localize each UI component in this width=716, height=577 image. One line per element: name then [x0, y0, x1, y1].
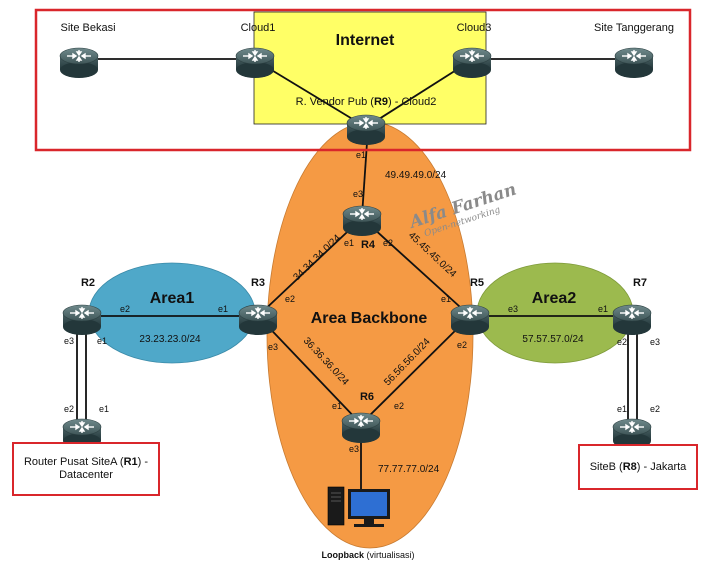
if-r5-e2: e2	[457, 340, 467, 350]
label-r5: R5	[470, 277, 484, 289]
label-r6: R6	[360, 391, 374, 403]
if-r7-e3: e3	[650, 337, 660, 347]
site-a-line2: Datacenter	[59, 469, 113, 481]
router-cloud1[interactable]	[235, 47, 275, 79]
router-r6[interactable]	[341, 412, 381, 444]
label-vendor-r9: R. Vendor Pub (R9) - Cloud2	[296, 96, 437, 108]
label-loopback: Loopback (virtualisasi)	[321, 550, 414, 560]
if-r6-e2: e2	[394, 401, 404, 411]
site-b-line: SiteB (R8) - Jakarta	[589, 460, 687, 473]
if-r6-e1: e1	[332, 401, 342, 411]
if-r3-e1: e1	[218, 304, 228, 314]
site-b-label-box: SiteB (R8) - Jakarta	[578, 444, 698, 490]
if-r3-e3: e3	[268, 342, 278, 352]
if-r1-e2: e2	[64, 404, 74, 414]
label-r3: R3	[251, 277, 265, 289]
label-area-backbone: Area Backbone	[311, 310, 428, 327]
label-r7: R7	[633, 277, 647, 289]
router-r7[interactable]	[612, 304, 652, 336]
if-r4-e2: e2	[383, 238, 393, 248]
label-area1: Area1	[150, 290, 195, 307]
router-r3[interactable]	[238, 304, 278, 336]
label-cloud3: Cloud3	[457, 22, 492, 34]
link-r5-r6	[360, 315, 471, 425]
link-r4-r5	[361, 217, 471, 317]
label-cloud1: Cloud1	[241, 22, 276, 34]
if-r2-e3: e3	[64, 336, 74, 346]
link-r4-r3	[257, 217, 363, 317]
label-r2: R2	[81, 277, 95, 289]
area-backbone-shape	[266, 121, 474, 549]
if-r7-e2: e2	[617, 337, 627, 347]
router-r4[interactable]	[342, 205, 382, 237]
area2-shape	[476, 262, 634, 364]
label-area2: Area2	[532, 290, 577, 307]
label-site-bekasi: Site Bekasi	[60, 22, 115, 34]
label-r4: R4	[361, 239, 376, 251]
if-r3-e2: e2	[285, 294, 295, 304]
if-r2-e1: e1	[97, 336, 107, 346]
net-57: 57.57.57.0/24	[522, 334, 584, 345]
router-cloud3[interactable]	[452, 47, 492, 79]
link-r3-r6	[257, 315, 362, 425]
net-49: 49.49.49.0/24	[385, 170, 447, 181]
router-site-bekasi[interactable]	[59, 47, 99, 79]
if-r6-e3: e3	[349, 444, 359, 454]
if-r5-e1: e1	[441, 294, 451, 304]
site-a-line1: Router Pusat SiteA (R1) -	[23, 456, 149, 468]
if-r8-e2: e2	[650, 404, 660, 414]
router-r5[interactable]	[450, 304, 490, 336]
router-r9[interactable]	[346, 114, 386, 146]
if-r9-e1: e1	[356, 150, 366, 160]
net-23: 23.23.23.0/24	[139, 334, 201, 345]
site-a-label-box: Router Pusat SiteA (R1) - Datacenter	[12, 442, 160, 496]
if-r1-e1: e1	[99, 404, 109, 414]
label-site-tanggerang: Site Tanggerang	[594, 22, 674, 34]
if-r2-e2: e2	[120, 304, 130, 314]
if-r5-e3: e3	[508, 304, 518, 314]
internet-title: Internet	[336, 32, 395, 49]
internet-highlight-frame	[34, 8, 692, 152]
area1-shape	[88, 262, 256, 364]
if-r7-e1: e1	[598, 304, 608, 314]
if-r4-e3: e3	[353, 189, 363, 199]
if-r4-e1: e1	[344, 238, 354, 248]
router-r2[interactable]	[62, 304, 102, 336]
net-77: 77.77.77.0/24	[378, 464, 440, 475]
pc-loopback-icon[interactable]	[327, 486, 390, 527]
if-r8-e1: e1	[617, 404, 627, 414]
router-site-tanggerang[interactable]	[614, 47, 654, 79]
links	[76, 58, 638, 492]
